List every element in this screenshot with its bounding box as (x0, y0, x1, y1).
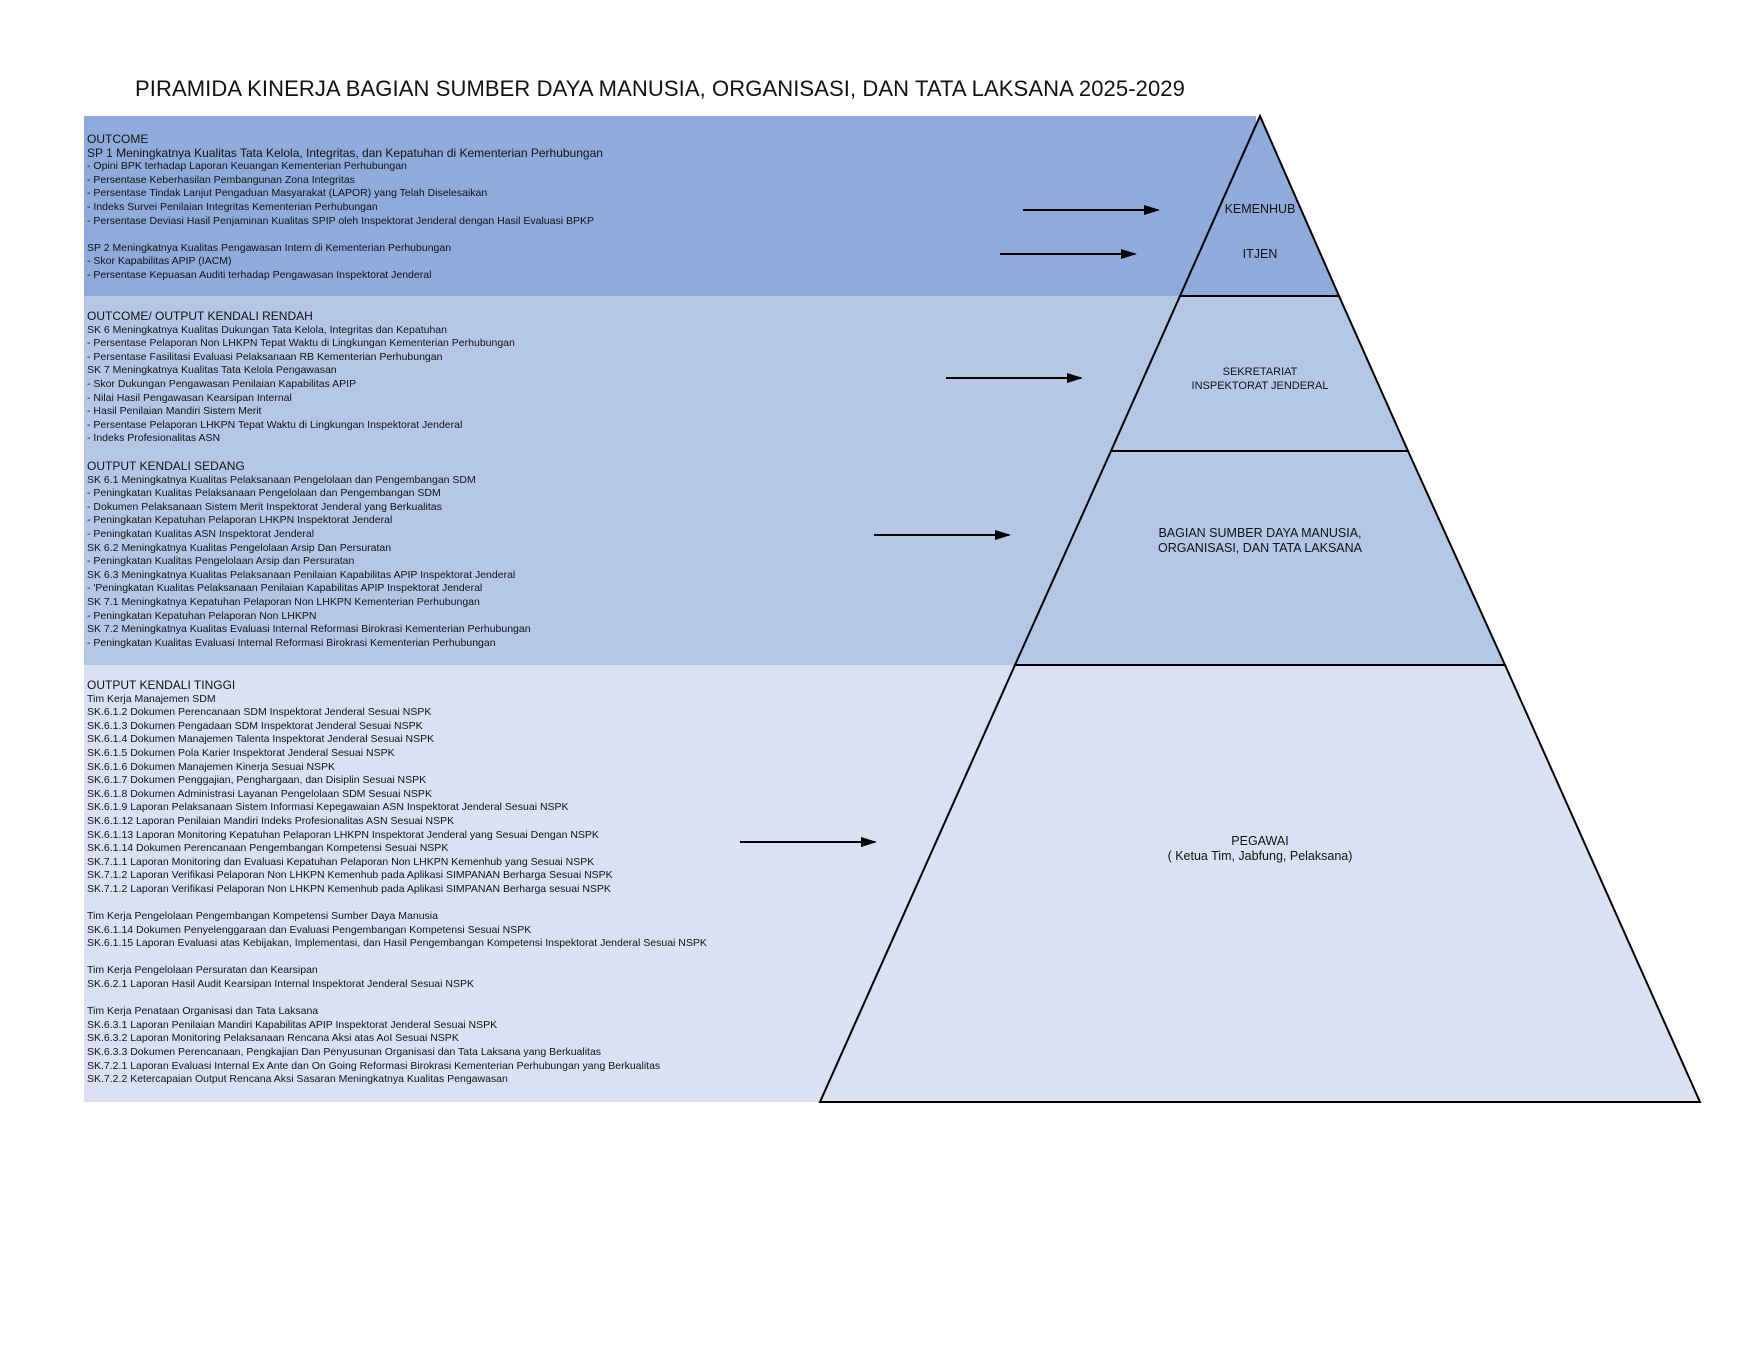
kendali-tinggi-heading: OUTPUT KENDALI TINGGI (87, 678, 236, 692)
list-item: - Persentase Fasilitasi Evaluasi Pelaksa… (87, 350, 443, 363)
label-sekretariat-line2: INSPEKTORAT JENDERAL (1191, 380, 1329, 392)
list-item: SK.6.3.2 Laporan Monitoring Pelaksanaan … (87, 1032, 459, 1045)
list-item: - Peningkatan Kepatuhan Pelaporan Non LH… (87, 609, 317, 622)
list-item: SK.6.1.14 Dokumen Perencanaan Pengembang… (87, 842, 449, 855)
list-item: SK 7 Meningkatnya Kualitas Tata Kelola P… (87, 364, 337, 377)
label-pegawai-line1: PEGAWAI (1231, 834, 1289, 848)
list-item: - Skor Kapabilitas APIP (IACM) (87, 255, 232, 268)
list-item: SK.6.1.12 Laporan Penilaian Mandiri Inde… (87, 814, 455, 827)
list-item: SK.6.1.15 Laporan Evaluasi atas Kebijaka… (87, 937, 707, 950)
kendali-tinggi-text: OUTPUT KENDALI TINGGI Tim Kerja Manajeme… (87, 678, 707, 1087)
list-item: SK.6.1.3 Dokumen Pengadaan SDM Inspektor… (87, 719, 423, 732)
list-item: SK.6.2.1 Laporan Hasil Audit Kearsipan I… (87, 978, 474, 991)
list-item: SK.6.1.7 Dokumen Penggajian, Penghargaan… (87, 774, 427, 787)
outcome-text: OUTCOME SP 1 Meningkatnya Kualitas Tata … (87, 132, 603, 283)
list-item: SK 7.1 Meningkatnya Kepatuhan Pelaporan … (87, 595, 480, 608)
list-item: SK.6.1.9 Laporan Pelaksanaan Sistem Info… (87, 801, 569, 814)
list-item: SK.7.2.2 Ketercapaian Output Rencana Aks… (87, 1073, 508, 1086)
list-item: SK.7.1.2 Laporan Verifikasi Pelaporan No… (87, 882, 611, 895)
list-item: - Skor Dukungan Pengawasan Penilaian Kap… (87, 377, 357, 390)
list-item: SK.6.1.4 Dokumen Manajemen Talenta Inspe… (87, 733, 435, 746)
kendali-sedang-text: OUTPUT KENDALI SEDANG SK 6.1 Meningkatny… (87, 459, 531, 650)
list-item: - Persentase Deviasi Hasil Penjaminan Ku… (87, 214, 594, 227)
list-item: - Dokumen Pelaksanaan Sistem Merit Inspe… (87, 500, 442, 513)
list-item: - 'Peningkatan Kualitas Pelaksanaan Peni… (87, 582, 483, 595)
kendali-rendah-heading: OUTCOME/ OUTPUT KENDALI RENDAH (87, 309, 313, 323)
label-bagian-line1: BAGIAN SUMBER DAYA MANUSIA, (1158, 526, 1362, 540)
list-item: - Persentase Pelaporan Non LHKPN Tepat W… (87, 337, 515, 350)
list-item: SK.6.3.3 Dokumen Perencanaan, Pengkajian… (87, 1046, 602, 1059)
list-item: SK.6.1.8 Dokumen Administrasi Layanan Pe… (87, 787, 432, 800)
list-item: SK 6.1 Meningkatnya Kualitas Pelaksanaan… (87, 473, 476, 486)
list-item: SK.7.1.2 Laporan Verifikasi Pelaporan No… (87, 869, 613, 882)
outcome-heading: OUTCOME (87, 132, 149, 146)
list-item: - Peningkatan Kualitas ASN Inspektorat J… (87, 527, 315, 540)
label-itjen: ITJEN (1242, 247, 1278, 261)
list-item: SK 7.2 Meningkatnya Kualitas Evaluasi In… (87, 623, 531, 636)
pyramid-level-pegawai (818, 664, 1702, 1103)
list-item: - Peningkatan Kualitas Evaluasi Internal… (87, 636, 496, 649)
list-item: - Hasil Penilaian Mandiri Sistem Merit (87, 405, 262, 418)
outcome-band (84, 116, 1256, 296)
list-item: - Peningkatan Kepatuhan Pelaporan LHKPN … (87, 514, 393, 527)
label-sekretariat-line1: SEKRETARIAT (1222, 366, 1298, 378)
list-item: - Peningkatan Kualitas Pengelolaan Arsip… (87, 555, 355, 568)
team-title: Tim Kerja Pengelolaan Pengembangan Kompe… (87, 910, 438, 923)
list-item: SK.6.1.13 Laporan Monitoring Kepatuhan P… (87, 828, 599, 841)
kendali-rendah-text: OUTCOME/ OUTPUT KENDALI RENDAH SK 6 Meni… (87, 309, 515, 446)
team-title: Tim Kerja Pengelolaan Persuratan dan Kea… (87, 964, 318, 977)
sp2-title: SP 2 Meningkatnya Kualitas Pengawasan In… (87, 241, 452, 254)
list-item: SK 6 Meningkatnya Kualitas Dukungan Tata… (87, 323, 447, 336)
list-item: SK.6.1.14 Dokumen Penyelenggaraan dan Ev… (87, 923, 532, 936)
list-item: SK.7.1.1 Laporan Monitoring dan Evaluasi… (87, 855, 595, 868)
list-item: - Indeks Profesionalitas ASN (87, 432, 221, 445)
list-item: - Nilai Hasil Pengawasan Kearsipan Inter… (87, 391, 292, 404)
kendali-sedang-heading: OUTPUT KENDALI SEDANG (87, 459, 245, 473)
label-sekretariat: SEKRETARIAT INSPEKTORAT JENDERAL (1160, 365, 1360, 393)
list-item: SK 6.3 Meningkatnya Kualitas Pelaksanaan… (87, 568, 516, 581)
list-item: - Peningkatan Kualitas Pelaksanaan Penge… (87, 487, 441, 500)
list-item: - Indeks Survei Penilaian Integritas Kem… (87, 200, 378, 213)
team-title: Tim Kerja Penataan Organisasi dan Tata L… (87, 1005, 319, 1018)
list-item: - Persentase Keberhasilan Pembangunan Zo… (87, 173, 355, 186)
label-bagian: BAGIAN SUMBER DAYA MANUSIA, ORGANISASI, … (1110, 526, 1410, 556)
list-item: SK.6.1.6 Dokumen Manajemen Kinerja Sesua… (87, 760, 336, 773)
page-title: PIRAMIDA KINERJA BAGIAN SUMBER DAYA MANU… (135, 76, 1185, 101)
team-title: Tim Kerja Manajemen SDM (87, 692, 216, 705)
list-item: - Persentase Pelaporan LHKPN Tepat Waktu… (87, 418, 463, 431)
sp1-title: SP 1 Meningkatnya Kualitas Tata Kelola, … (87, 145, 603, 160)
list-item: - Persentase Kepuasan Auditi terhadap Pe… (87, 268, 432, 281)
list-item: SK.6.3.1 Laporan Penilaian Mandiri Kapab… (87, 1018, 498, 1031)
label-pegawai-line2: ( Ketua Tim, Jabfung, Pelaksana) (1167, 849, 1353, 863)
list-item: SK.7.2.1 Laporan Evaluasi Internal Ex An… (87, 1059, 661, 1072)
label-pegawai: PEGAWAI ( Ketua Tim, Jabfung, Pelaksana) (1110, 834, 1410, 864)
label-kemenhub: KEMENHUB (1224, 202, 1296, 216)
list-item: SK 6.2 Meningkatnya Kualitas Pengelolaan… (87, 541, 392, 554)
list-item: - Persentase Tindak Lanjut Pengaduan Mas… (87, 187, 488, 200)
list-item: SK.6.1.2 Dokumen Perencanaan SDM Inspekt… (87, 706, 432, 719)
list-item: SK.6.1.5 Dokumen Pola Karier Inspektorat… (87, 746, 395, 759)
label-bagian-line2: ORGANISASI, DAN TATA LAKSANA (1158, 541, 1362, 555)
pyramid-level-bagian (1013, 450, 1507, 666)
list-item: - Opini BPK terhadap Laporan Keuangan Ke… (87, 160, 407, 173)
